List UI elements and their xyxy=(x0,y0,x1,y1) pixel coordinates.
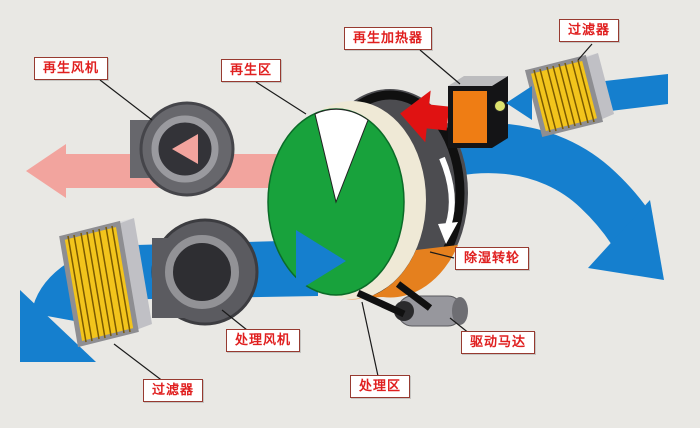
leader-filter-top xyxy=(577,43,593,61)
leader-process-zone xyxy=(361,301,379,377)
regeneration-fan-inlet-arrow xyxy=(172,134,198,164)
leader-regen-zone xyxy=(255,81,307,115)
label-regeneration-heater: 再生加热器 xyxy=(344,27,433,50)
heater-indicator-light xyxy=(494,100,506,112)
label-filter-top: 过滤器 xyxy=(559,19,620,42)
wheel-rotation-arrow xyxy=(438,156,458,244)
regeneration-air-inlet-band xyxy=(596,74,668,112)
leader-wheel xyxy=(429,251,455,259)
process-fan xyxy=(151,218,259,326)
label-desiccant-wheel: 除湿转轮 xyxy=(455,247,530,270)
label-process-zone: 处理区 xyxy=(350,375,411,398)
regeneration-air-into-heater-arrow xyxy=(506,86,532,120)
wheel-regeneration-sector xyxy=(314,108,369,204)
drive-belt xyxy=(356,281,433,318)
leader-regen-heater xyxy=(419,49,461,85)
process-air-filter xyxy=(59,218,152,348)
label-process-fan: 处理风机 xyxy=(226,329,301,352)
label-regeneration-zone: 再生区 xyxy=(221,59,282,82)
leader-filter-bottom xyxy=(113,343,165,383)
filter-pleats xyxy=(67,225,131,343)
label-regeneration-fan: 再生风机 xyxy=(34,57,109,80)
leader-regen-fan xyxy=(99,79,153,121)
hot-air-arrow xyxy=(400,90,450,143)
regeneration-heater xyxy=(448,76,508,148)
regeneration-fan xyxy=(130,101,235,197)
filter-pleats xyxy=(533,59,595,133)
leader-lines xyxy=(99,43,593,383)
regeneration-air-filter xyxy=(524,53,614,138)
label-filter-bottom: 过滤器 xyxy=(143,379,204,402)
wheel-orange-sector xyxy=(346,245,458,300)
label-drive-motor: 驱动马达 xyxy=(461,331,536,354)
process-air-into-wheel-arrow xyxy=(296,230,346,292)
